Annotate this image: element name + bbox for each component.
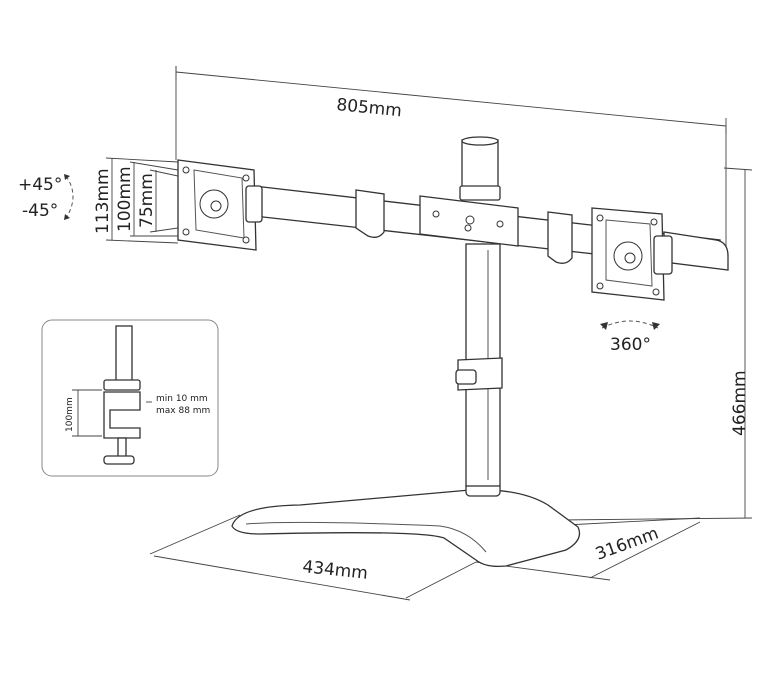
rotation-arrow-left-icon xyxy=(600,322,608,330)
rotation-arc-icon xyxy=(601,320,659,329)
vesa-100-label: 100mm xyxy=(115,166,135,232)
rotation-arrow-right-icon xyxy=(652,322,660,330)
height-dimension xyxy=(559,167,753,521)
desk-thickness-max-label: max 88 mm xyxy=(156,406,210,416)
vesa-75-label: 75mm xyxy=(137,173,157,228)
tilt-arrow-down-icon xyxy=(64,214,70,220)
height-label: 466mm xyxy=(730,370,750,436)
stand-pole xyxy=(455,136,503,487)
clamp-inset xyxy=(41,319,219,477)
stand-base xyxy=(231,481,581,568)
tilt-arrow-up-icon xyxy=(64,174,70,180)
tilt-down-label: -45° xyxy=(22,201,58,221)
base-depth-label: 316mm xyxy=(593,523,661,564)
desk-thickness-min-label: min 10 mm xyxy=(156,394,208,404)
vesa-plate-right xyxy=(591,207,673,301)
vesa-dimensions xyxy=(105,157,179,244)
vesa-113-label: 113mm xyxy=(93,168,113,234)
rotation-label: 360° xyxy=(610,335,651,355)
width-label: 805mm xyxy=(336,95,403,121)
tilt-arc-icon xyxy=(65,175,74,219)
vesa-plate-left xyxy=(177,159,263,251)
base-width-label: 434mm xyxy=(301,557,368,584)
clamp-height-label: 100mm xyxy=(65,397,75,432)
tilt-up-label: +45° xyxy=(18,175,62,195)
width-dimension xyxy=(175,66,727,246)
